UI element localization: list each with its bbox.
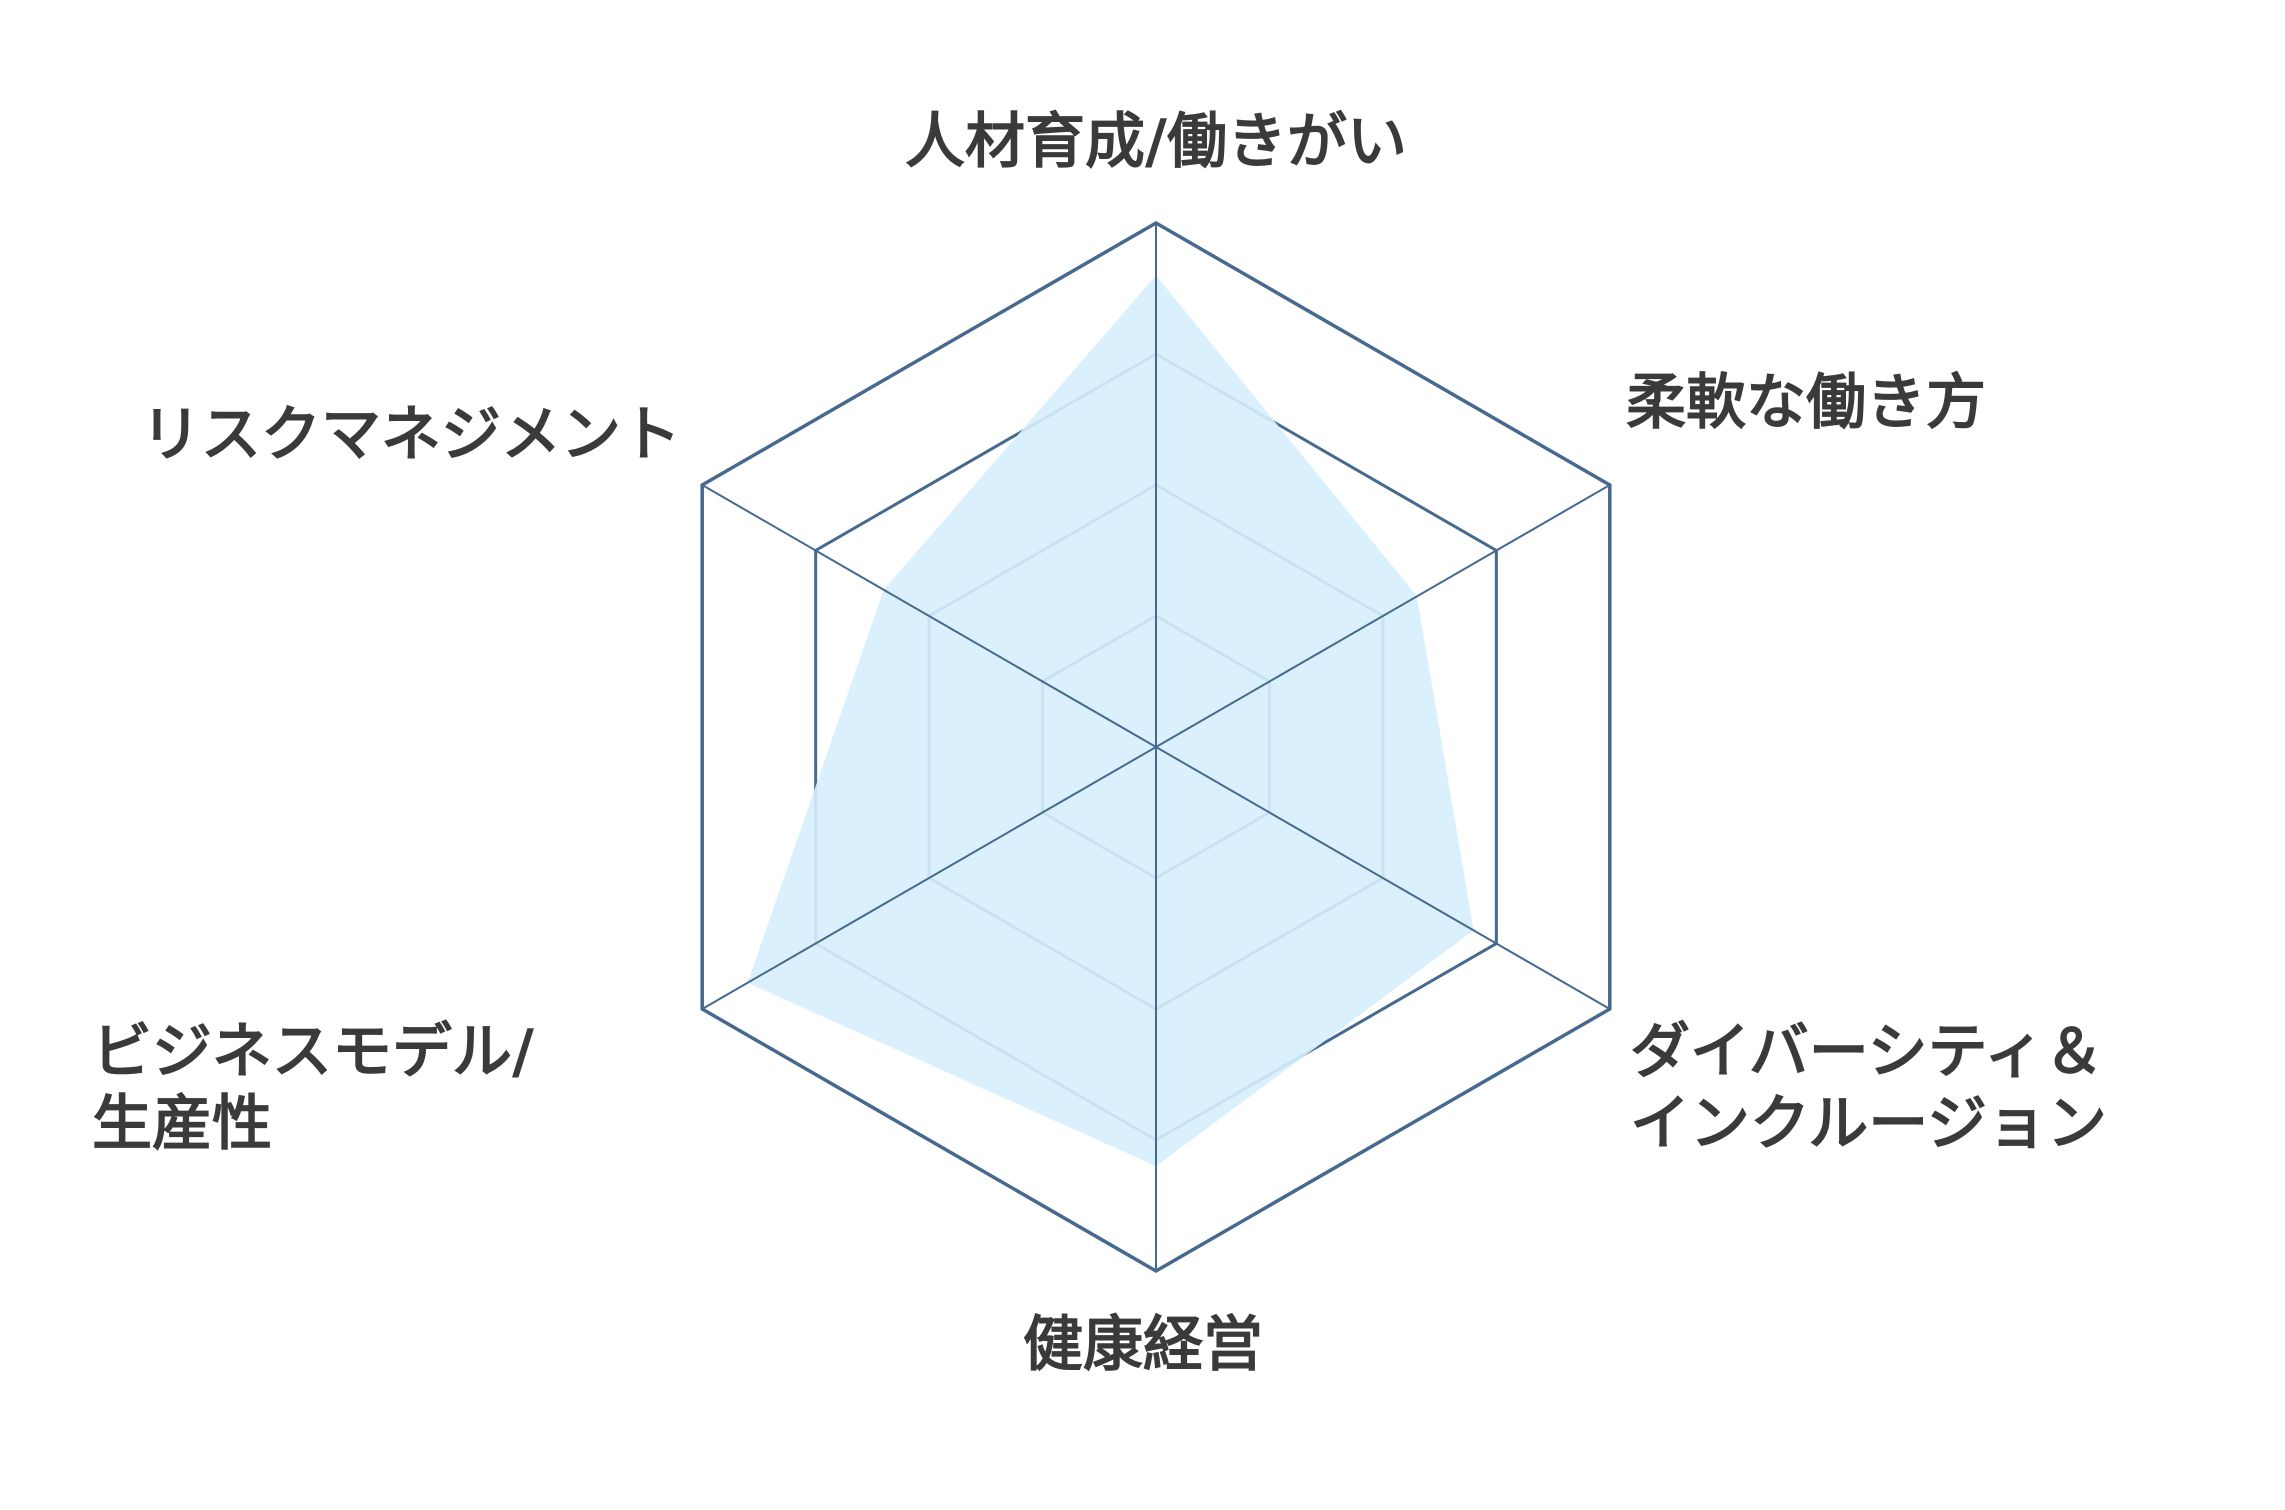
axis-label-line: ビジネスモデル/ — [92, 1017, 534, 1087]
axis-label-diversity: ダイバーシティ＆ インクルージョン — [1630, 1016, 2107, 1160]
axis-line — [701, 746, 1157, 1010]
axis-label-health: 健康経営 — [1023, 1309, 1263, 1381]
axis-label-line: インクルージョン — [1630, 1089, 2107, 1159]
axis-label-business-model: ビジネスモデル/ 生産性 — [92, 1016, 534, 1160]
axis-label-risk: リスクマネジメント — [141, 399, 681, 471]
axis-line — [1155, 746, 1611, 1010]
axis-label-line: 人材育成/働きがい — [905, 107, 1407, 177]
axis-label-talent: 人材育成/働きがい — [905, 106, 1407, 178]
axis-label-line: 生産性 — [92, 1089, 272, 1159]
axis-label-line: リスクマネジメント — [141, 400, 681, 470]
axis-line — [1155, 484, 1611, 748]
axis-line — [701, 484, 1157, 748]
axis-label-line: 柔軟な働き方 — [1626, 368, 1986, 438]
axis-label-line: 健康経営 — [1023, 1310, 1263, 1380]
axis-label-flexible-work: 柔軟な働き方 — [1626, 367, 1986, 439]
axis-label-line: ダイバーシティ＆ — [1630, 1017, 2104, 1087]
